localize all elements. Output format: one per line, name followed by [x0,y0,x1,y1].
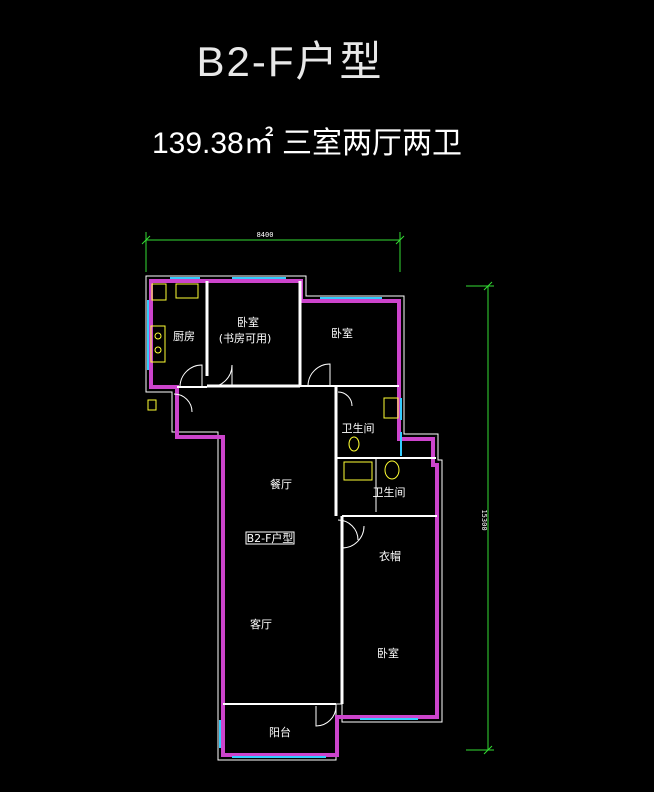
label-bathroom-2: 卫生间 [373,485,406,499]
plan-subtitle: 139.38㎡ 三室两厅两卫 [151,127,463,160]
label-bedroom-master: 卧室 [377,646,399,660]
label-balcony: 阳台 [269,725,291,739]
label-kitchen: 厨房 [173,330,195,343]
width-dimension: 8400 [141,231,405,272]
plan-title: B2-F户型 [196,38,384,85]
label-closet: 衣帽 [379,549,401,563]
bath-vanity-icon [343,461,373,481]
toilet-2-icon [348,436,360,452]
label-bedroom-study: 卧室 [237,315,259,329]
toilet-icon [384,460,400,480]
plan-tag: B2-F户型 [245,531,295,545]
label-bathroom-1: 卫生间 [342,421,375,435]
label-bedroom-study-note: (书房可用) [219,332,272,345]
kitchen-counter-icon [175,283,199,299]
bath-sink-icon [383,397,399,419]
label-dining: 餐厅 [270,477,292,491]
walls [145,275,443,761]
label-bedroom-north: 卧室 [331,326,353,340]
height-dimension: 15300 [466,281,494,755]
height-dimension-label: 15300 [480,509,488,530]
width-dimension-label: 8400 [257,231,274,239]
label-living: 客厅 [250,617,272,631]
stove-icon [150,325,166,363]
plan-tag-label: B2-F户型 [247,531,294,545]
meter-box-icon [147,399,157,411]
windows [147,277,418,758]
fixtures [147,283,400,481]
room-labels: 厨房 卧室 (书房可用) 卧室 卫生间 卫生间 餐厅 客厅 衣帽 卧室 阳台 [173,315,406,739]
doors [173,363,365,727]
kitchen-sink-icon [151,283,167,301]
